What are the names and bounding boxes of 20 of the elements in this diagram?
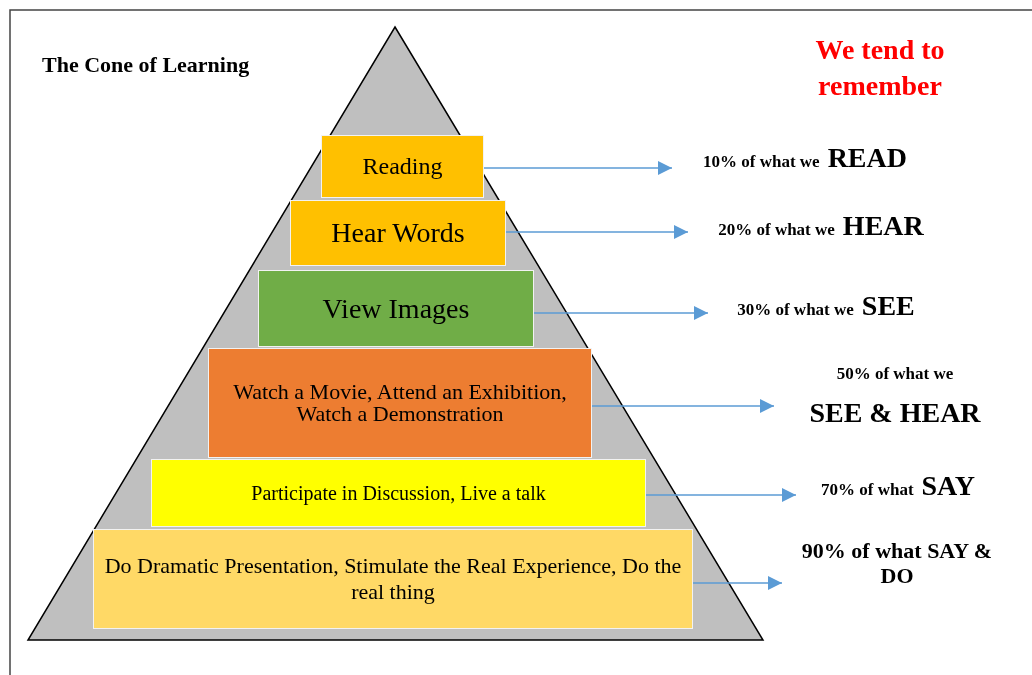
diagram-title: The Cone of Learning bbox=[42, 52, 250, 78]
tier-box: Reading bbox=[321, 135, 484, 198]
tier-box: Watch a Movie, Attend an Exhibition, Watch a Demonstration bbox=[208, 348, 592, 458]
arrow bbox=[505, 225, 689, 239]
arrow bbox=[645, 488, 797, 502]
retention-label: 10% of what we READ bbox=[676, 142, 934, 178]
arrow bbox=[533, 306, 709, 320]
heading-note: We tend to remember bbox=[814, 33, 946, 104]
retention-label: 30% of what we SEE bbox=[712, 290, 940, 330]
retention-label: 70% of what SAY bbox=[800, 470, 996, 506]
retention-label: 20% of what we HEAR bbox=[692, 210, 950, 248]
arrow bbox=[591, 399, 775, 413]
retention-label: 90% of what SAY & DO bbox=[786, 538, 1008, 602]
retention-label: 50% of what we SEE & HEAR bbox=[778, 364, 1012, 442]
tier-box: View Images bbox=[258, 270, 534, 347]
arrow bbox=[692, 576, 783, 590]
tier-box: Participate in Discussion, Live a talk bbox=[151, 459, 646, 527]
tier-box: Do Dramatic Presentation, Stimulate the Real Experience, Do the real thing bbox=[93, 529, 693, 629]
tier-box: Hear Words bbox=[290, 200, 506, 266]
arrow bbox=[483, 161, 673, 175]
